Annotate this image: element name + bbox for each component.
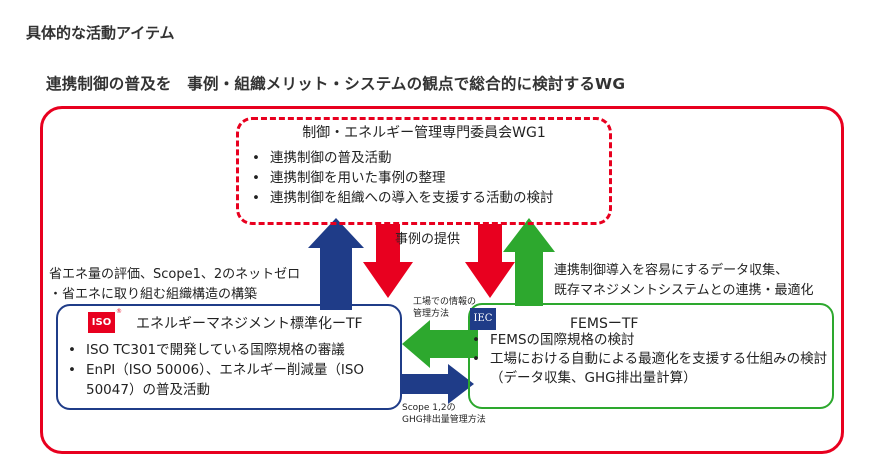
iso-tf-box (56, 304, 402, 410)
list-item: 連携制御を用いた事例の整理 (248, 168, 608, 188)
down-arrow-red-left (363, 224, 413, 298)
info-management-label: 工場での情報の 管理方法 (413, 296, 476, 320)
scope-label: Scope 1,2の GHG排出量管理方法 (402, 402, 486, 426)
scope-label-line: Scope 1,2の (402, 403, 456, 413)
wg1-box (236, 117, 612, 225)
list-item: ISO TC301で開発している国際規格の審議 (64, 340, 400, 360)
info-label-line: 工場での情報の (413, 297, 477, 307)
iso-item-list: ISO TC301で開発している国際規格の審議 EnPI（ISO 50006）、… (64, 340, 400, 400)
up-arrow-green (503, 218, 555, 306)
wg1-title: 制御・エネルギー管理専門委員会WG1 (302, 125, 546, 141)
right-note-line: 既存マネジメントシステムとの連携・最適化 (554, 283, 814, 298)
left-arrow-green (402, 320, 478, 368)
iso-logo: ISO (88, 312, 115, 333)
iec-logo: IEC (470, 308, 496, 330)
left-note-line: 省エネ量の評価、Scope1、2のネットゼロ (49, 267, 301, 282)
info-label-line: 管理方法 (413, 309, 450, 319)
outer-frame (40, 106, 844, 454)
down-arrow-red-right (465, 224, 515, 298)
up-arrow-navy (308, 218, 364, 310)
left-note: 省エネ量の評価、Scope1、2のネットゼロ ・省エネに取り組む組織構造の構築 (49, 265, 300, 305)
wg1-item-list: 連携制御の普及活動 連携制御を用いた事例の整理 連携制御を組織への導入を支援する… (248, 148, 608, 208)
scope-label-line: GHG排出量管理方法 (402, 415, 486, 425)
list-item: EnPI（ISO 50006）、エネルギー削減量（ISO 50047）の普及活動 (64, 360, 400, 400)
right-arrow-navy (402, 364, 474, 404)
list-item: 連携制御を組織への導入を支援する活動の検討 (248, 188, 608, 208)
list-item: 工場における自動による最適化を支援する仕組みの検討（データ収集、GHG排出量計算… (468, 350, 832, 388)
fems-tf-title: FEMSーTF (570, 316, 639, 332)
list-item: FEMSの国際規格の検討 (468, 331, 832, 350)
page-title: 具体的な活動アイテム (26, 24, 175, 42)
diagram-subtitle: 連携制御の普及を 事例・組織メリット・システムの観点で総合的に検討するWG (46, 75, 626, 93)
right-note: 連携制御導入を容易にするデータ収集、 既存マネジメントシステムとの連携・最適化 (554, 261, 813, 301)
right-note-line: 連携制御導入を容易にするデータ収集、 (554, 263, 789, 278)
fems-item-list: FEMSの国際規格の検討 工場における自動による最適化を支援する仕組みの検討（デ… (468, 331, 832, 388)
iso-logo-mark: ® (116, 308, 122, 315)
list-item: 連携制御の普及活動 (248, 148, 608, 168)
case-provision-label: 事例の提供 (395, 232, 461, 247)
left-note-line: ・省エネに取り組む組織構造の構築 (49, 287, 258, 302)
iso-tf-title: エネルギーマネジメント標準化ーTF (136, 316, 363, 332)
